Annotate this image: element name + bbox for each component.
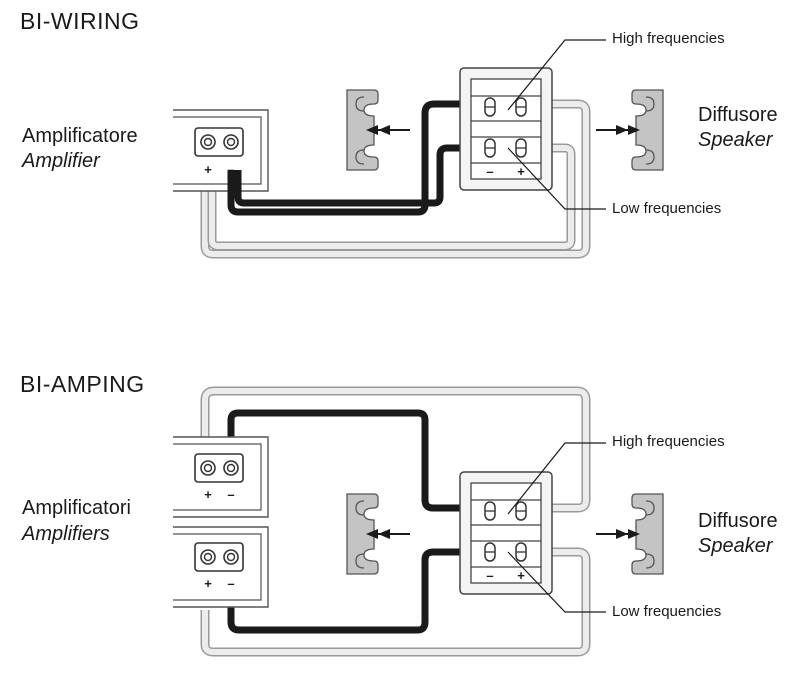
bi-amping-spk-plus: + <box>517 568 525 583</box>
bi-amping-black-wire-top <box>227 409 462 512</box>
bi-wiring-speaker-label-en: Speaker <box>698 129 773 151</box>
bi-amping-amplifier-label-en: Amplifiers <box>22 523 110 545</box>
bi-amping-amplifier-label-it: Amplificatori <box>22 497 131 519</box>
bi-amping-black-wire-bottom <box>227 548 462 634</box>
bi-wiring-high-label: High frequencies <box>612 30 725 47</box>
bi-amping-left-arrow <box>366 529 410 539</box>
bi-amping-speaker-label-it: Diffusore <box>698 510 778 532</box>
bi-wiring-high-leader <box>507 39 606 111</box>
bi-amping-speaker-label-en: Speaker <box>698 535 773 557</box>
bi-amping-amp2-minus: – <box>227 576 234 591</box>
bi-wiring-black-wire-inner <box>234 144 462 207</box>
bi-amping-speaker-panel <box>459 471 553 595</box>
bi-wiring-right-arrow <box>596 125 640 135</box>
bi-amping-low-label: Low frequencies <box>612 603 722 620</box>
bi-amping-right-clip <box>631 493 664 575</box>
bi-wiring-spk-plus: + <box>517 164 525 179</box>
bi-wiring-amplifier-label-it: Amplificatore <box>22 125 138 147</box>
bi-amping-diagram <box>173 386 664 657</box>
bi-amping-amp1-minus: – <box>227 487 234 502</box>
bi-wiring-right-clip <box>631 89 664 171</box>
bi-wiring-black-wire-outer <box>227 100 462 216</box>
bi-wiring-diagram <box>173 39 664 259</box>
bi-amping-amp1-plus: + <box>204 487 212 502</box>
bi-wiring-amplifier-label-en: Amplifier <box>22 150 100 172</box>
bi-wiring-spk-minus: – <box>486 164 493 179</box>
bi-wiring-amp-minus: – <box>227 162 234 177</box>
bi-amping-spk-minus: – <box>486 568 493 583</box>
bi-amping-amp2-plus: + <box>204 576 212 591</box>
bi-amping-right-arrow <box>596 529 640 539</box>
bi-wiring-left-arrow <box>366 125 410 135</box>
bi-wiring-low-label: Low frequencies <box>612 200 722 217</box>
bi-wiring-left-clip <box>346 89 379 171</box>
bi-amping-left-clip <box>346 493 379 575</box>
bi-wiring-speaker-label-it: Diffusore <box>698 104 778 126</box>
bi-wiring-amp-plus: + <box>204 162 212 177</box>
bi-wiring-title: BI-WIRING <box>20 8 140 34</box>
bi-amping-high-label: High frequencies <box>612 433 725 450</box>
bi-amping-title: BI-AMPING <box>20 371 145 397</box>
bi-amping-high-leader <box>507 442 606 515</box>
bi-wiring-speaker-panel <box>459 67 553 191</box>
bi-wiring-low-leader <box>507 147 606 210</box>
bi-amping-low-leader <box>507 551 606 613</box>
